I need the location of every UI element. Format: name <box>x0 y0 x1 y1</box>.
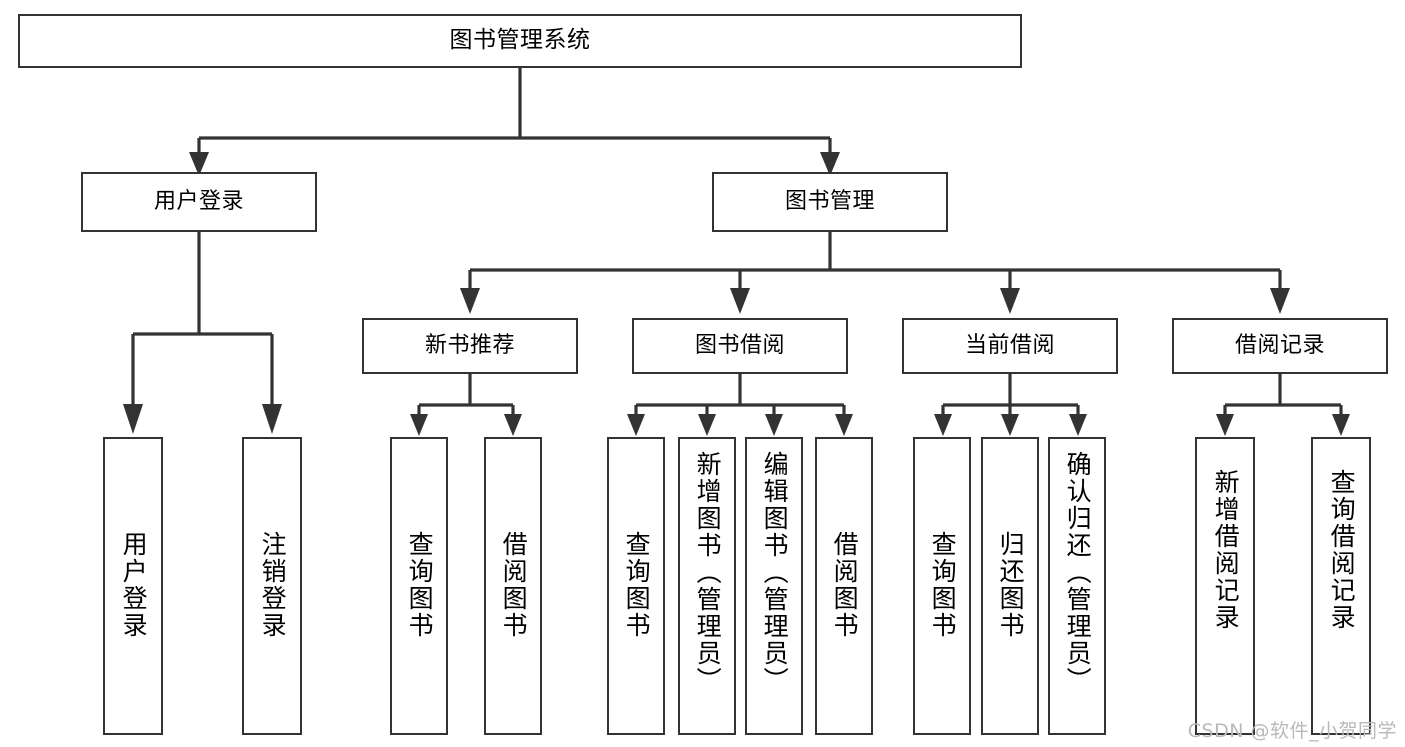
csdn-watermark: CSDN @软件_小贺同学 <box>1187 720 1397 742</box>
node-borrow-record[interactable]: 借阅记录 <box>1172 318 1388 374</box>
node-book-manage[interactable]: 图书管理 <box>712 172 948 232</box>
node-new-book-recommend[interactable]: 新书推荐 <box>362 318 578 374</box>
node-user-login-label: 用户登录 <box>153 189 244 215</box>
node-leaf-query-book-1[interactable]: 查询图书 <box>390 437 448 735</box>
node-leaf-add-book-label: 新增图书（管理员） <box>693 451 723 694</box>
node-leaf-add-record[interactable]: 新增借阅记录 <box>1195 437 1255 735</box>
node-leaf-borrow-book-1[interactable]: 借阅图书 <box>484 437 542 735</box>
node-leaf-confirm-return[interactable]: 确认归还（管理员） <box>1048 437 1106 735</box>
node-leaf-return-book-label: 归还图书 <box>996 531 1026 639</box>
node-leaf-confirm-return-label: 确认归还（管理员） <box>1063 451 1093 694</box>
node-leaf-edit-book[interactable]: 编辑图书（管理员） <box>745 437 803 735</box>
node-leaf-return-book[interactable]: 归还图书 <box>981 437 1039 735</box>
node-leaf-user-login[interactable]: 用户登录 <box>103 437 163 735</box>
node-root[interactable]: 图书管理系统 <box>18 14 1022 68</box>
node-leaf-edit-book-label: 编辑图书（管理员） <box>760 451 790 694</box>
node-leaf-query-record[interactable]: 查询借阅记录 <box>1311 437 1371 735</box>
node-leaf-query-book-1-label: 查询图书 <box>405 531 435 639</box>
node-book-borrow[interactable]: 图书借阅 <box>632 318 848 374</box>
node-book-borrow-label: 图书借阅 <box>694 333 785 359</box>
node-leaf-borrow-book-2-label: 借阅图书 <box>830 531 860 639</box>
node-root-label: 图书管理系统 <box>449 27 591 54</box>
node-book-manage-label: 图书管理 <box>784 189 875 215</box>
node-user-login[interactable]: 用户登录 <box>81 172 317 232</box>
node-leaf-logout-label: 注销登录 <box>258 531 288 639</box>
node-leaf-query-book-3-label: 查询图书 <box>928 531 958 639</box>
node-current-borrow[interactable]: 当前借阅 <box>902 318 1118 374</box>
node-leaf-user-login-label: 用户登录 <box>119 531 149 639</box>
node-new-book-recommend-label: 新书推荐 <box>424 333 515 359</box>
arrowheads <box>123 152 1350 436</box>
node-leaf-logout[interactable]: 注销登录 <box>242 437 302 735</box>
node-leaf-borrow-book-2[interactable]: 借阅图书 <box>815 437 873 735</box>
node-leaf-query-record-label: 查询借阅记录 <box>1327 469 1357 631</box>
node-leaf-add-book[interactable]: 新增图书（管理员） <box>678 437 736 735</box>
node-leaf-query-book-2-label: 查询图书 <box>622 531 652 639</box>
node-leaf-add-record-label: 新增借阅记录 <box>1211 469 1241 631</box>
node-leaf-query-book-2[interactable]: 查询图书 <box>607 437 665 735</box>
node-leaf-query-book-3[interactable]: 查询图书 <box>913 437 971 735</box>
node-borrow-record-label: 借阅记录 <box>1234 333 1325 359</box>
node-leaf-borrow-book-1-label: 借阅图书 <box>499 531 529 639</box>
node-current-borrow-label: 当前借阅 <box>964 333 1055 359</box>
